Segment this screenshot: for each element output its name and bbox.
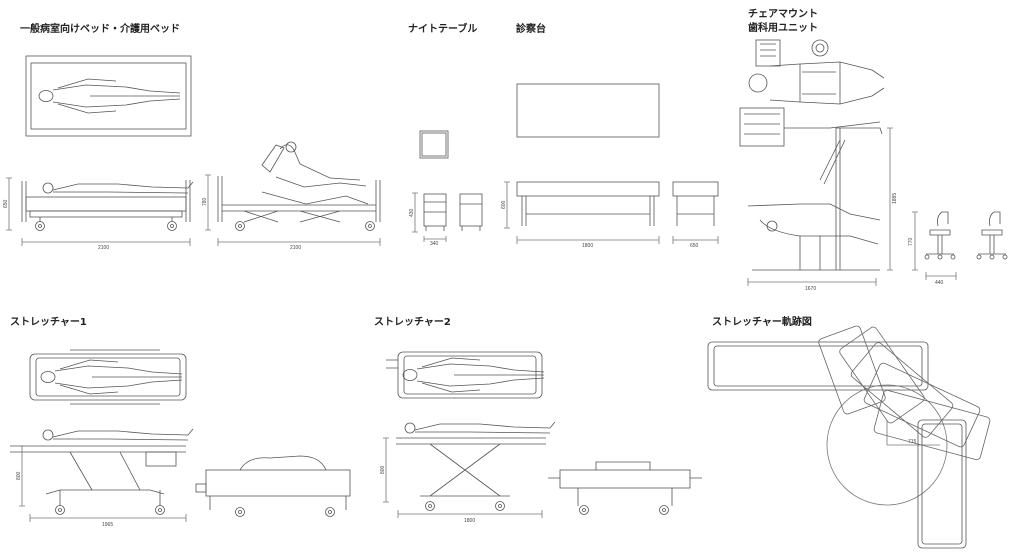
dim-exam-length: 1800 bbox=[582, 243, 593, 249]
title-dental-line1: チェアマウント bbox=[748, 9, 818, 20]
title-stretcher-track: ストレッチャー軌跡図 bbox=[712, 317, 812, 328]
stretcher2-drawing bbox=[383, 351, 702, 518]
title-stretcher2: ストレッチャー2 bbox=[374, 317, 451, 328]
dim-stool-width: 440 bbox=[935, 280, 944, 286]
dim-bed-length: 2100 bbox=[98, 245, 109, 251]
stretcher-track-drawing bbox=[707, 325, 991, 549]
dim-dental-length: 1670 bbox=[805, 286, 816, 292]
dim-night-table-height: 430 bbox=[409, 208, 415, 217]
dim-stretcher1-height: 800 bbox=[16, 471, 22, 480]
dim-care-bed-length: 2100 bbox=[290, 245, 301, 251]
dim-stretcher1-length: 1965 bbox=[102, 522, 113, 528]
dim-bed-height: 650 bbox=[3, 199, 9, 208]
hospital-bed-side-view bbox=[6, 177, 194, 246]
title-dental-line2: 歯科用ユニット bbox=[748, 23, 818, 34]
care-bed-side-view bbox=[205, 141, 381, 246]
title-night-table: ナイトテーブル bbox=[408, 24, 478, 35]
night-table-drawing bbox=[412, 130, 483, 242]
dim-stretcher2-height: 800 bbox=[380, 465, 386, 474]
title-stretcher1: ストレッチャー1 bbox=[10, 317, 87, 328]
dim-exam-height: 600 bbox=[501, 200, 507, 209]
title-exam-table: 診察台 bbox=[516, 24, 546, 35]
dim-exam-width: 650 bbox=[690, 243, 699, 249]
dim-track-radius: 715 bbox=[908, 439, 917, 445]
dim-care-bed-height: 780 bbox=[202, 197, 208, 206]
hospital-bed-top-view bbox=[25, 55, 192, 137]
dim-night-table-width: 340 bbox=[430, 241, 439, 247]
dim-stretcher2-length: 1800 bbox=[464, 518, 475, 524]
dim-stool-height: 770 bbox=[908, 237, 914, 246]
stretcher1-drawing bbox=[10, 349, 351, 522]
dental-unit-drawing bbox=[739, 39, 1008, 286]
dim-dental-height: 1885 bbox=[892, 193, 898, 204]
exam-table-drawing bbox=[504, 83, 719, 244]
title-hospital-bed: 一般病室向けベッド・介護用ベッド bbox=[20, 24, 180, 35]
